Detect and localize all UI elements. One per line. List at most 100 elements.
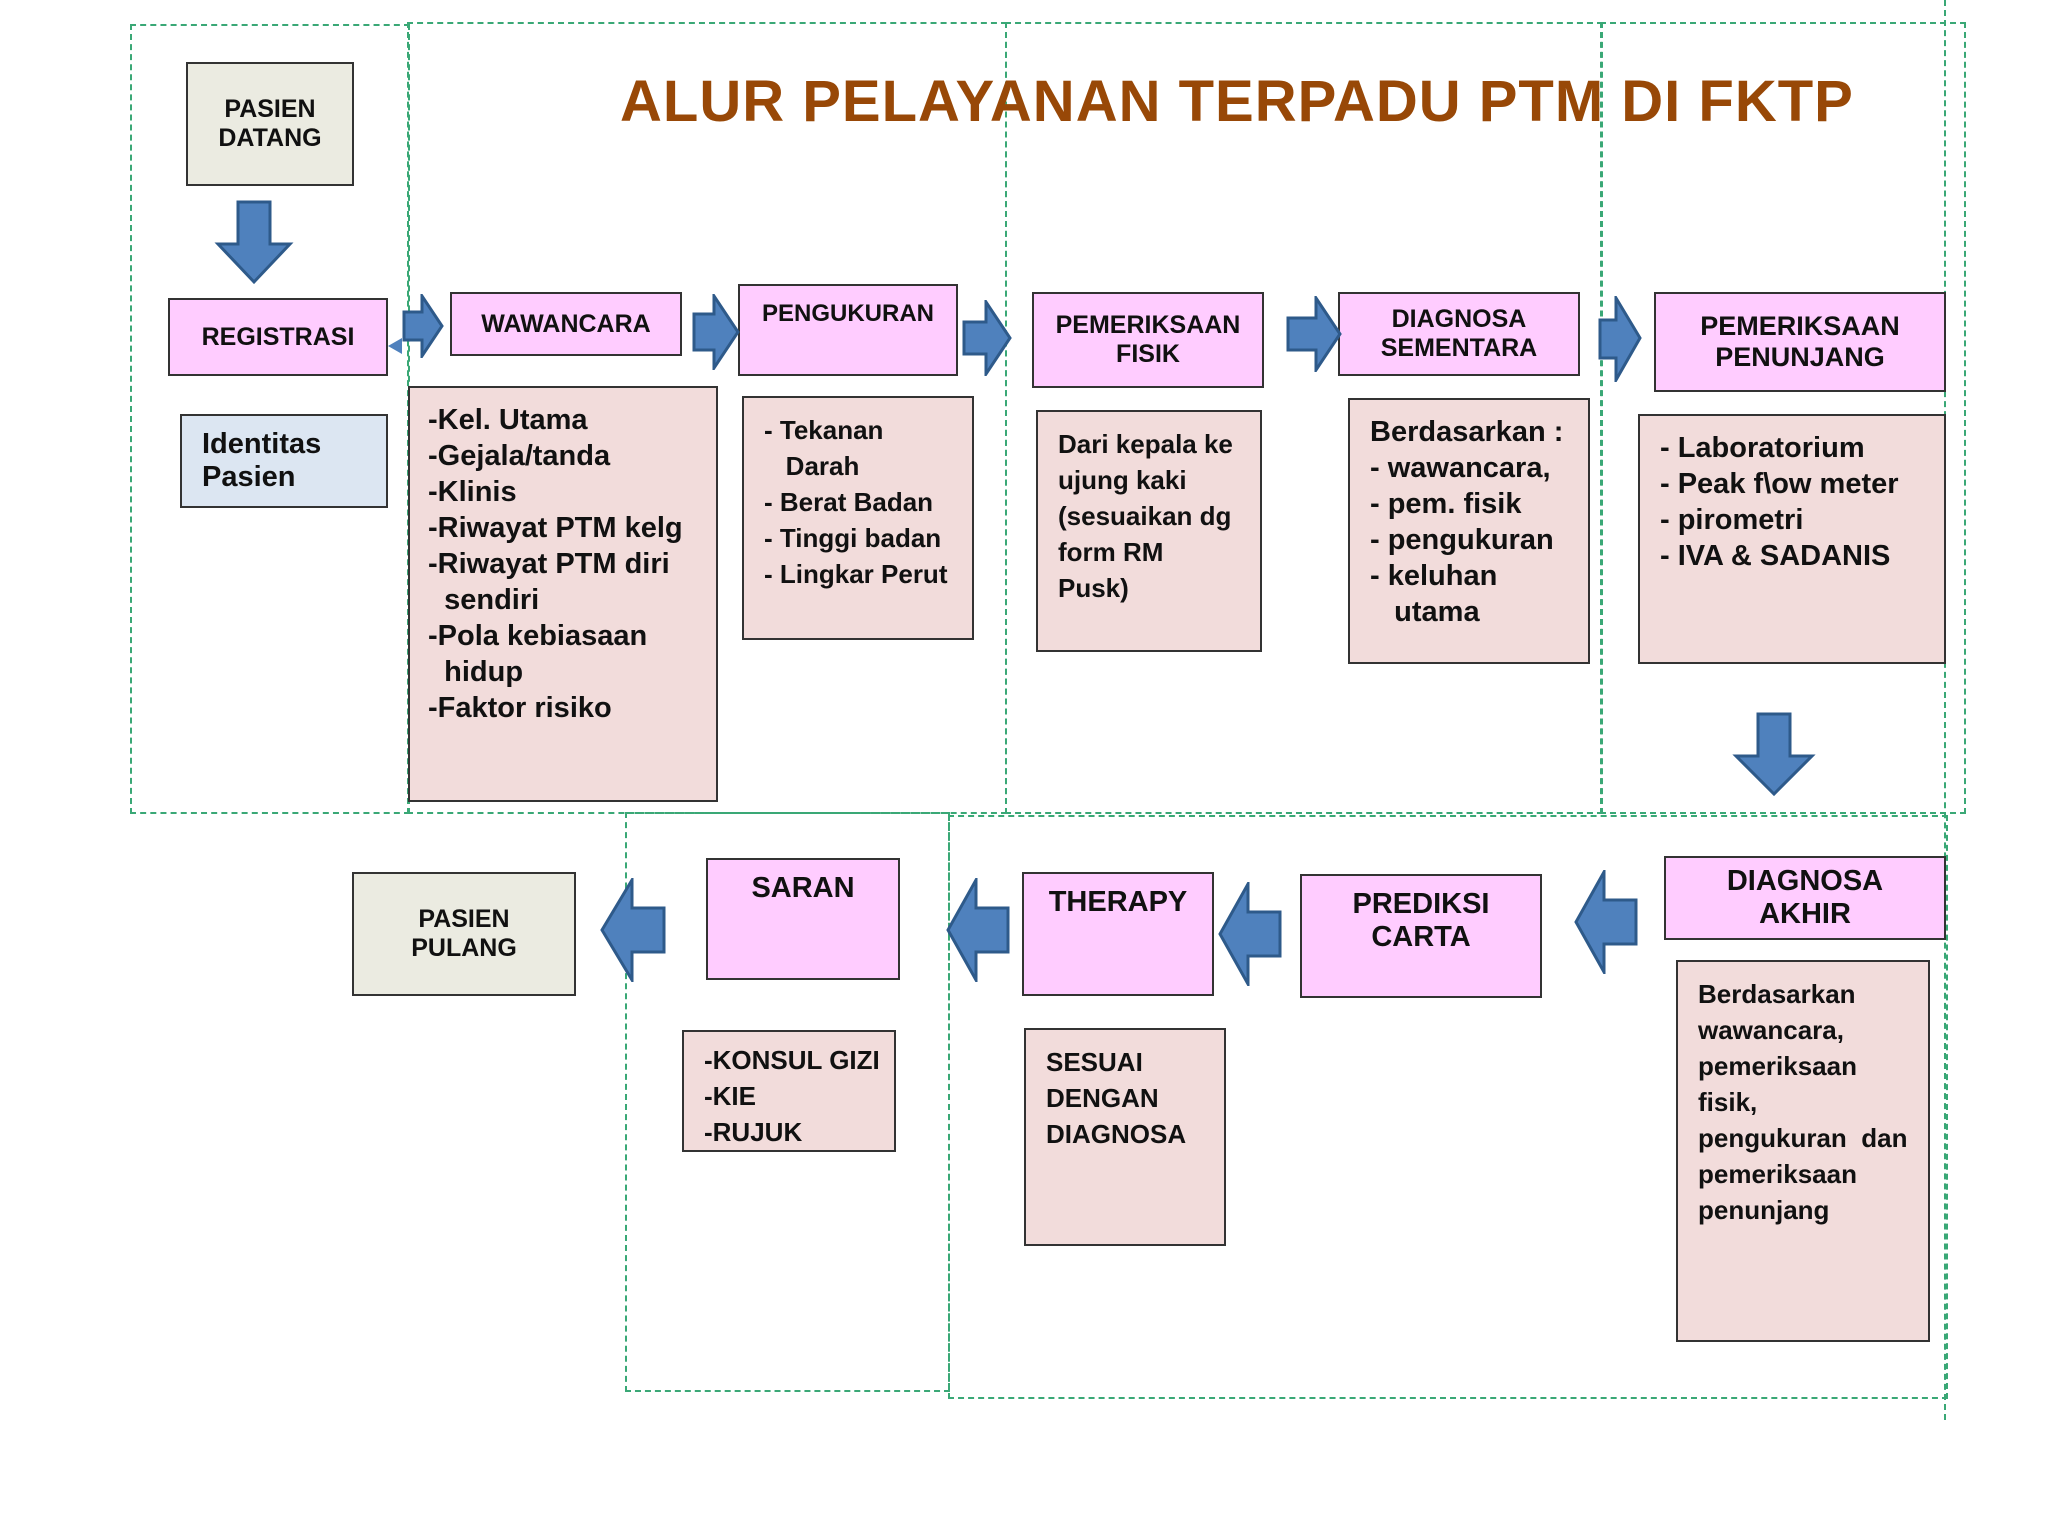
note-pemeriksaan-penunjang: - Laboratorium - Peak f\ow meter - pirom…: [1638, 414, 1946, 664]
note-pemeriksaan-fisik: Dari kepala ke ujung kaki (sesuaikan dg …: [1036, 410, 1262, 652]
note-line: - pirometri: [1660, 504, 1804, 536]
note-line: -KONSUL GIZI: [704, 1045, 880, 1075]
arrow-left-icon: [1574, 870, 1638, 974]
note-line: - Lingkar Perut: [764, 559, 948, 589]
note-line: utama: [1370, 596, 1480, 628]
note-line: - Berat Badan: [764, 487, 934, 517]
lane-frame-right-edge: [1944, 0, 1948, 1420]
note-line: Berdasarkan: [1698, 979, 1856, 1009]
note-line: (sesuaikan dg: [1058, 501, 1232, 531]
node-label: SARAN: [751, 872, 855, 904]
note-line: sendiri: [428, 584, 540, 616]
node-registrasi: REGISTRASI: [168, 298, 388, 376]
lane-frame-4: [1600, 22, 1966, 814]
node-label: PENGUKURAN: [761, 300, 934, 327]
note-line: - Tekanan: [764, 415, 884, 445]
node-label: AKHIR: [1759, 898, 1851, 930]
arrow-left-icon: [1218, 882, 1282, 986]
note-line: - pem. fisik: [1370, 488, 1522, 520]
node-label: DIAGNOSA: [1726, 865, 1884, 897]
note-line: -Riwayat PTM diri: [428, 548, 670, 580]
note-line: ujung kaki: [1058, 465, 1187, 495]
node-diagnosa-sementara: DIAGNOSA SEMENTARA: [1338, 292, 1580, 376]
note-line: wawancara,: [1698, 1015, 1844, 1045]
note-line: - Laboratorium: [1660, 432, 1865, 464]
node-pengukuran: PENGUKURAN: [738, 284, 958, 376]
node-pemeriksaan-fisik: PEMERIKSAAN FISIK: [1032, 292, 1264, 388]
note-line: -RUJUK: [704, 1117, 803, 1147]
node-label: THERAPY: [1048, 886, 1188, 918]
note-line: -KIE: [704, 1081, 756, 1111]
node-label: PREDIKSI: [1352, 888, 1490, 920]
node-label: FISIK: [1116, 340, 1180, 368]
note-pengukuran: - Tekanan Darah - Berat Badan - Tinggi b…: [742, 396, 974, 640]
node-identitas-pasien: Identitas Pasien: [180, 414, 388, 508]
node-pemeriksaan-penunjang: PEMERIKSAAN PENUNJANG: [1654, 292, 1946, 392]
note-line: Berdasarkan :: [1370, 416, 1564, 448]
note-therapy: SESUAI DENGAN DIAGNOSA: [1024, 1028, 1226, 1246]
note-line: - wawancara,: [1370, 452, 1551, 484]
node-label: PEMERIKSAAN: [1700, 311, 1900, 341]
note-line: -Faktor risiko: [428, 692, 612, 724]
arrow-right-icon: [1598, 296, 1642, 382]
node-label: PASIEN: [224, 95, 316, 123]
arrow-right-icon: [962, 300, 1012, 376]
note-wawancara: -Kel. Utama -Gejala/tanda -Klinis -Riway…: [408, 386, 718, 802]
note-line: DENGAN: [1046, 1083, 1159, 1113]
note-line: -Gejala/tanda: [428, 440, 611, 472]
note-line: - IVA & SADANIS: [1660, 540, 1891, 572]
node-label: DATANG: [218, 124, 322, 152]
note-line: -Klinis: [428, 476, 517, 508]
note-line: pemeriksaan: [1698, 1159, 1857, 1189]
note-line: penunjang: [1698, 1195, 1830, 1225]
node-prediksi-carta: PREDIKSI CARTA: [1300, 874, 1542, 998]
node-label: WAWANCARA: [481, 309, 651, 338]
note-line: -Pola kebiasaan: [428, 620, 648, 652]
lane-frame-bottom-2: [948, 815, 1948, 1399]
diagram-title: ALUR PELAYANAN TERPADU PTM DI FKTP: [620, 69, 1854, 134]
note-line: fisik,: [1698, 1087, 1758, 1117]
arrow-right-icon: [1286, 296, 1342, 372]
note-saran: -KONSUL GIZI -KIE -RUJUK: [682, 1030, 896, 1152]
arrow-right-icon: [692, 294, 740, 370]
node-saran: SARAN: [706, 858, 900, 980]
node-diagnosa-akhir: DIAGNOSA AKHIR: [1664, 856, 1946, 940]
note-line: SESUAI: [1046, 1047, 1143, 1077]
note-line: - Tinggi badan: [764, 523, 942, 553]
node-pasien-pulang: PASIEN PULANG: [352, 872, 576, 996]
note-line: DIAGNOSA: [1046, 1119, 1187, 1149]
node-label: Identitas: [202, 428, 322, 460]
arrow-right-icon: [402, 294, 444, 358]
note-line: pemeriksaan: [1698, 1051, 1857, 1081]
arrow-down-icon: [214, 200, 294, 285]
node-therapy: THERAPY: [1022, 872, 1214, 996]
node-label: PULANG: [411, 934, 517, 962]
note-line: -Riwayat PTM kelg: [428, 512, 683, 544]
node-label: PASIEN: [418, 905, 510, 933]
node-label: CARTA: [1371, 921, 1471, 953]
node-label: REGISTRASI: [201, 322, 355, 351]
note-line: form RM: [1058, 537, 1164, 567]
note-line: Pusk): [1058, 573, 1129, 603]
node-label: PEMERIKSAAN: [1055, 311, 1241, 339]
arrow-left-small-icon: [388, 338, 402, 354]
note-diagnosa-akhir: Berdasarkan wawancara, pemeriksaan fisik…: [1676, 960, 1930, 1342]
node-label: SEMENTARA: [1380, 334, 1538, 362]
note-diagnosa-sementara: Berdasarkan : - wawancara, - pem. fisik …: [1348, 398, 1590, 664]
note-line: hidup: [428, 656, 524, 688]
node-wawancara: WAWANCARA: [450, 292, 682, 356]
note-line: - keluhan: [1370, 560, 1498, 592]
note-line: Dari kepala ke: [1058, 429, 1233, 459]
node-pasien-datang: PASIEN DATANG: [186, 62, 354, 186]
node-label: PENUNJANG: [1715, 342, 1885, 372]
arrow-down-icon: [1732, 712, 1816, 797]
lane-frame-3: [1005, 22, 1603, 814]
arrow-left-icon: [946, 878, 1010, 982]
note-line: Darah: [764, 451, 860, 481]
arrow-left-icon: [600, 878, 666, 982]
note-line: pengukuran dan: [1698, 1123, 1908, 1153]
node-label: Pasien: [202, 461, 296, 493]
note-line: - Peak f\ow meter: [1660, 468, 1899, 500]
node-label: DIAGNOSA: [1391, 305, 1527, 333]
note-line: -Kel. Utama: [428, 404, 588, 436]
